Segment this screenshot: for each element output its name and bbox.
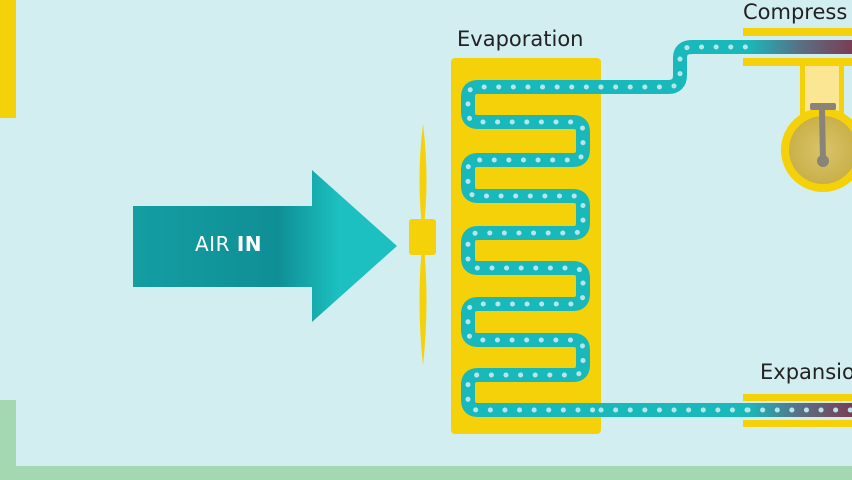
compressor-label: Compress [743, 0, 848, 24]
bottom-band [0, 400, 852, 480]
expansion-valve [743, 394, 852, 427]
coil-dots [465, 84, 604, 413]
piston-icon [743, 28, 852, 192]
evaporation-label: Evaporation [457, 27, 584, 51]
expansion-label: Expansio [760, 360, 852, 384]
air-in-prefix: AIR [195, 232, 230, 256]
left-edge-strip [0, 0, 16, 118]
fan-blade-icon [409, 124, 436, 366]
air-arrow-icon [133, 170, 397, 322]
air-in-label: AIR IN [195, 232, 262, 256]
air-in-bold: IN [236, 232, 263, 256]
suction-pipe-dots [598, 44, 803, 90]
